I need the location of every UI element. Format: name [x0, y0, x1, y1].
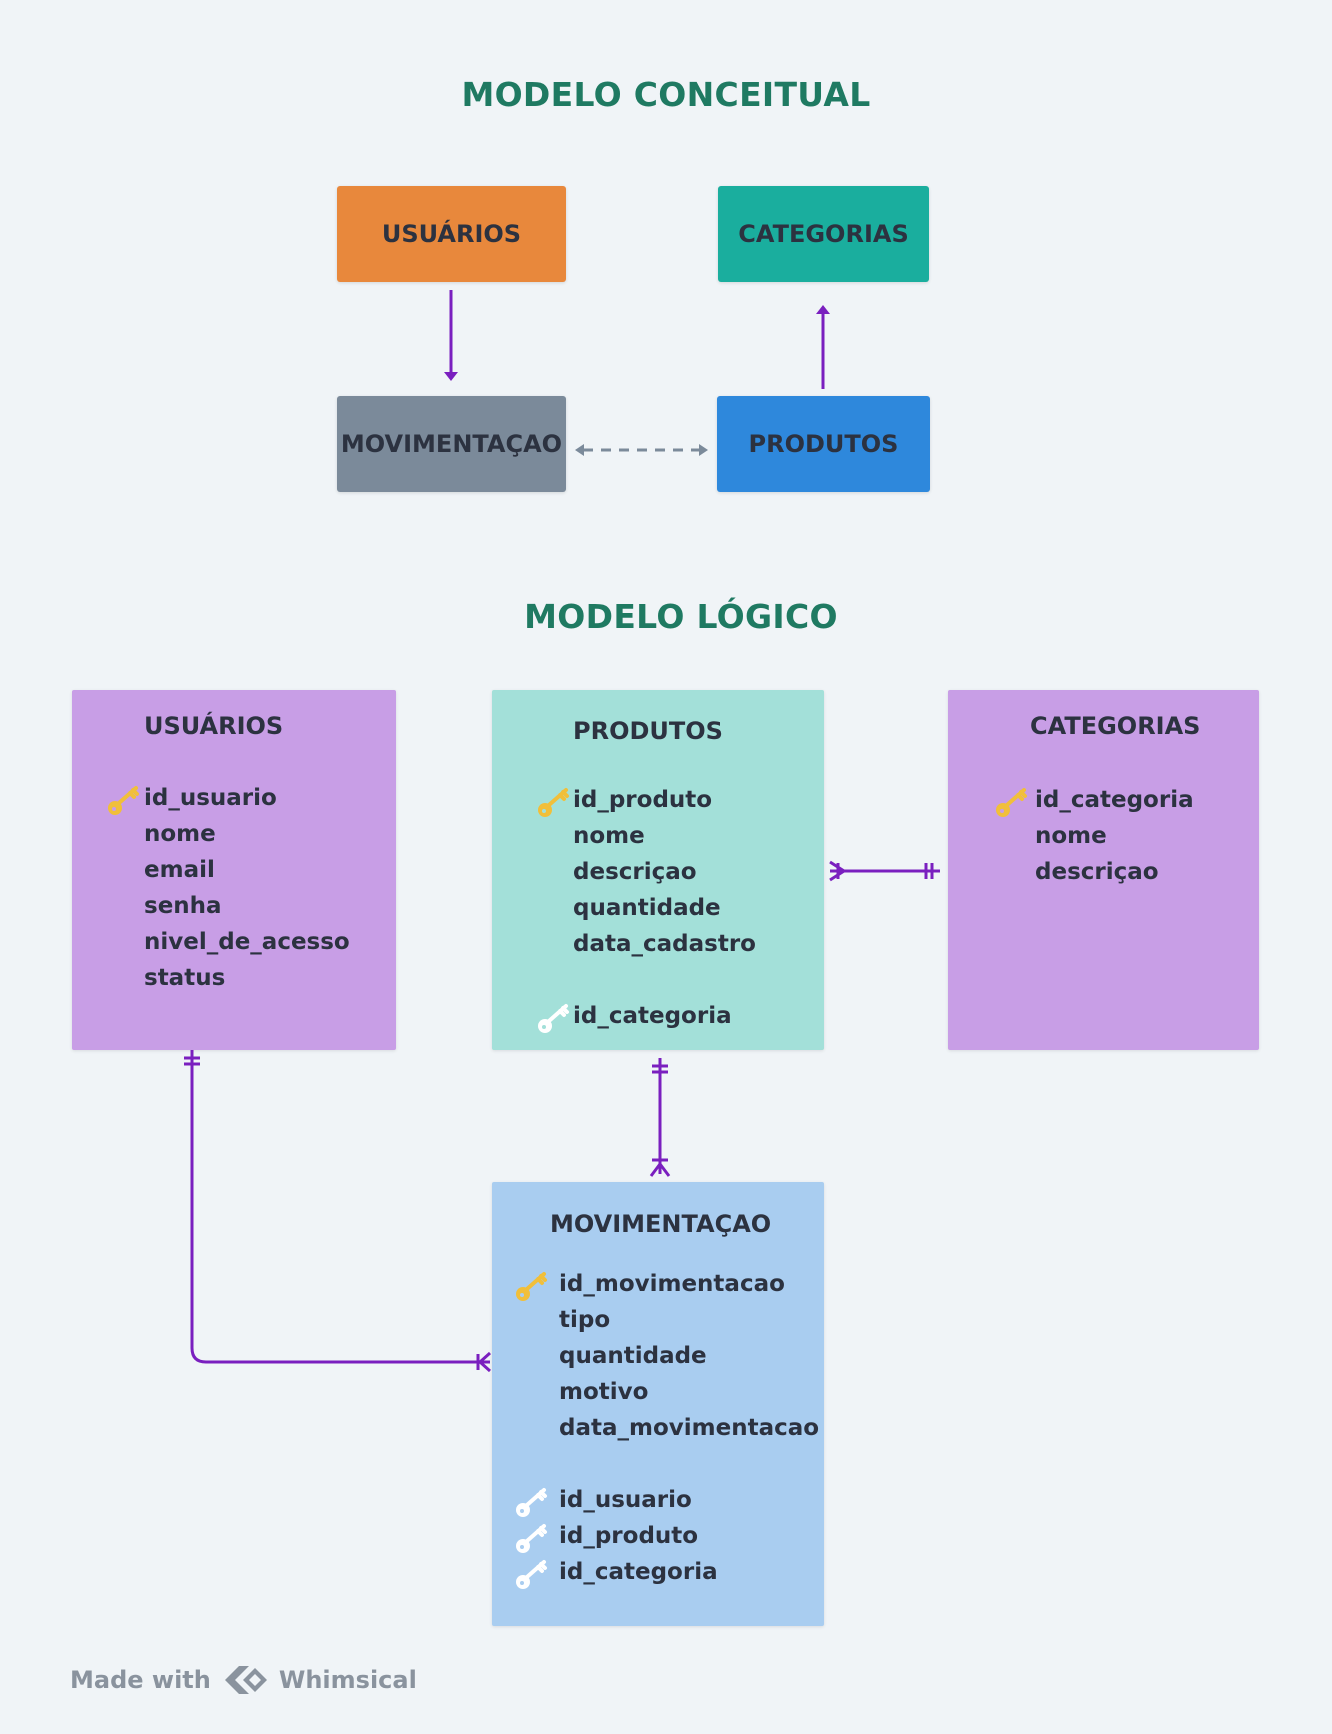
attribute: nivel_de_acesso: [144, 929, 350, 955]
attribute: id_categoria: [1035, 787, 1194, 813]
entity-produtos[interactable]: PRODUTOS id_produto nome descriçao quant…: [492, 690, 824, 1050]
attribute: id_produto: [573, 787, 713, 813]
conceptual-title: MODELO CONCEITUAL: [461, 75, 871, 114]
primary-key-icon: [106, 782, 142, 818]
concept-box-movimentacao[interactable]: MOVIMENTAÇAO: [337, 396, 566, 492]
foreign-key-icon: [514, 1520, 550, 1556]
attribute: motivo: [559, 1379, 649, 1405]
relation-produtos-categorias: [829, 860, 940, 882]
entity-movimentacao[interactable]: MOVIMENTAÇAO id_movimentacao tipo quanti…: [492, 1182, 824, 1626]
entity-movimentacao-name: MOVIMENTAÇAO: [550, 1210, 772, 1238]
entity-produtos-name: PRODUTOS: [573, 717, 723, 745]
dashed-arrow-movimentacao-produtos: [575, 444, 708, 456]
whimsical-brand-label: Whimsical: [278, 1666, 417, 1694]
logical-title: MODELO LÓGICO: [524, 597, 838, 636]
foreign-key-icon: [514, 1484, 550, 1520]
foreign-key-icon: [514, 1556, 550, 1592]
attribute: descriçao: [1035, 859, 1159, 885]
attribute: quantidade: [559, 1343, 707, 1369]
attribute: descriçao: [573, 859, 697, 885]
arrow-produtos-to-categorias: [816, 305, 830, 389]
attribute: nome: [144, 821, 216, 847]
foreign-key-attribute: id_produto: [559, 1523, 699, 1549]
concept-box-categorias[interactable]: CATEGORIAS: [718, 186, 929, 282]
foreign-key-attribute: id_categoria: [559, 1559, 718, 1585]
entity-usuarios[interactable]: USUÁRIOS id_usuario nome email senha niv…: [72, 690, 396, 1050]
foreign-key-icon: [536, 1000, 572, 1036]
primary-key-icon: [994, 784, 1030, 820]
attribute: email: [144, 857, 215, 883]
foreign-key-attribute: id_categoria: [573, 1003, 732, 1029]
concept-box-produtos[interactable]: PRODUTOS: [717, 396, 930, 492]
primary-key-icon: [536, 784, 572, 820]
made-with-whimsical[interactable]: Made with Whimsical: [70, 1660, 417, 1700]
attribute: tipo: [559, 1307, 611, 1333]
attribute: quantidade: [573, 895, 721, 921]
relation-produtos-movimentacao: [649, 1058, 671, 1177]
attribute: data_movimentacao: [559, 1415, 820, 1441]
entity-categorias[interactable]: CATEGORIAS id_categoria nome descriçao: [948, 690, 1259, 1050]
entity-usuarios-name: USUÁRIOS: [144, 712, 284, 740]
attribute: data_cadastro: [573, 931, 756, 957]
foreign-key-attribute: id_usuario: [559, 1487, 692, 1513]
relation-usuarios-movimentacao: [184, 1050, 492, 1373]
arrow-usuarios-to-movimentacao: [444, 290, 458, 381]
primary-key-icon: [514, 1268, 550, 1304]
attribute: senha: [144, 893, 222, 919]
attribute: id_movimentacao: [559, 1271, 785, 1297]
concept-box-usuarios[interactable]: USUÁRIOS: [337, 186, 566, 282]
whimsical-logo-icon: [221, 1660, 271, 1700]
attribute: nome: [573, 823, 645, 849]
entity-categorias-name: CATEGORIAS: [1030, 712, 1201, 740]
attribute: nome: [1035, 823, 1107, 849]
made-with-label: Made with: [70, 1666, 211, 1694]
attribute: id_usuario: [144, 785, 277, 811]
attribute: status: [144, 965, 226, 991]
